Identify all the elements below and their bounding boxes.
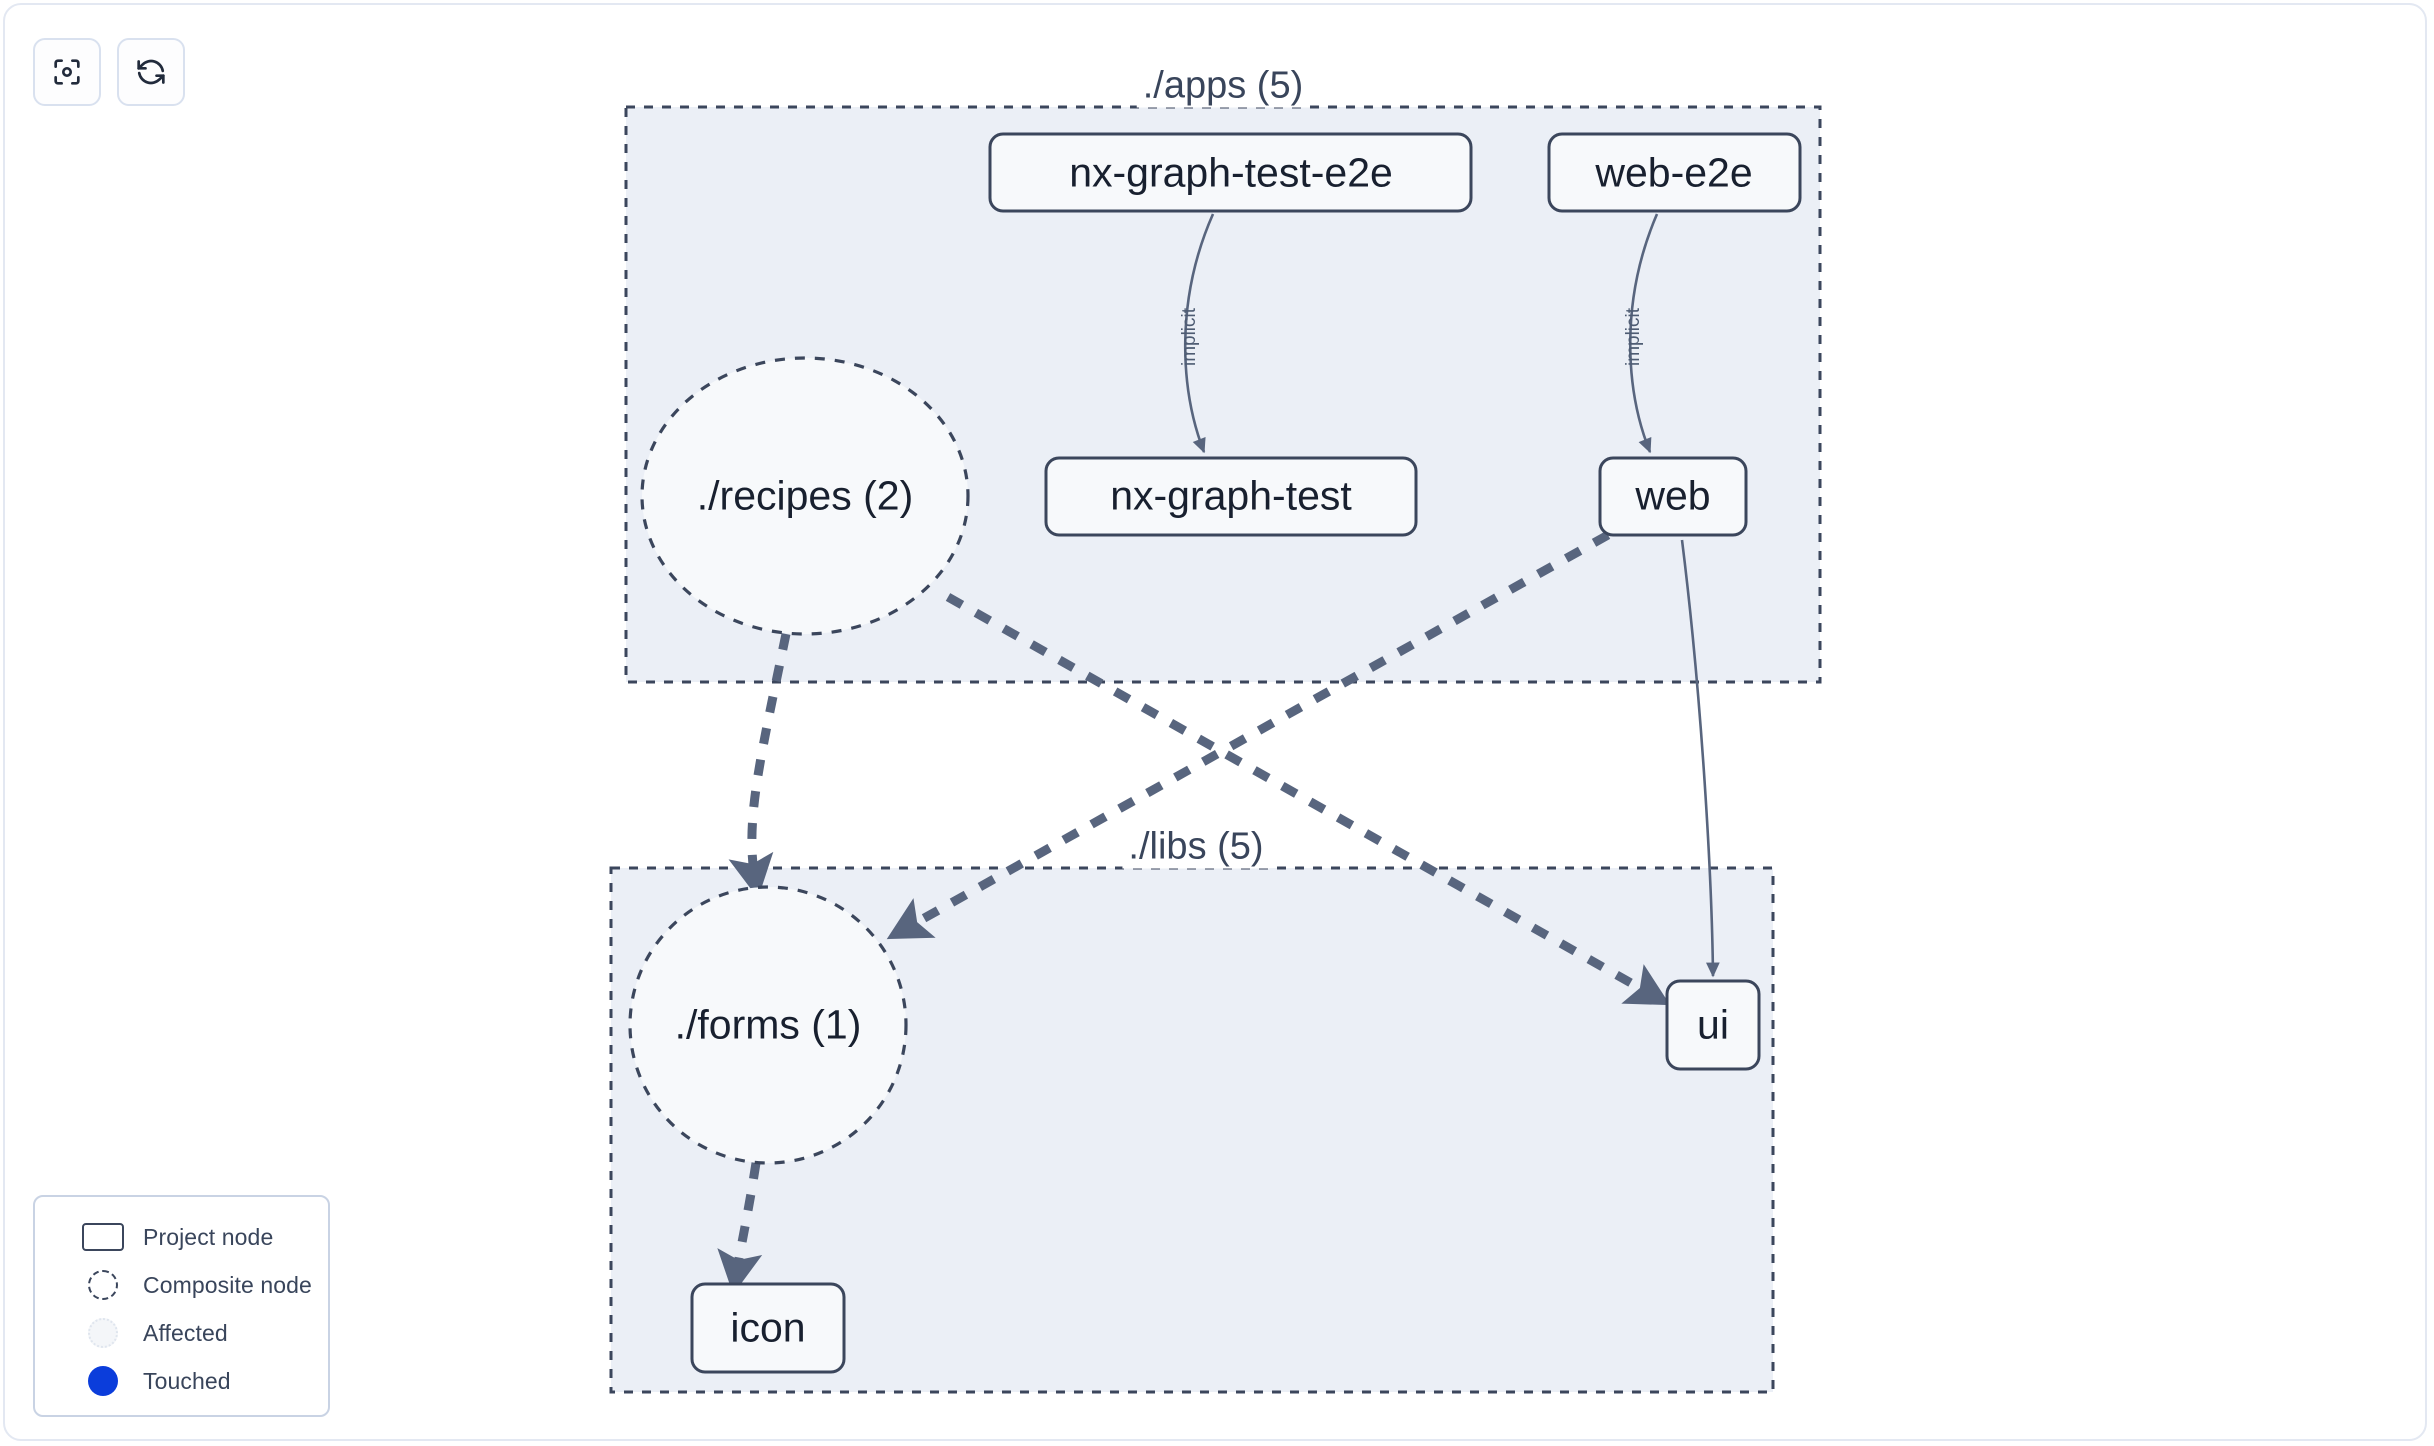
composite-node-forms[interactable] (628, 885, 908, 1165)
legend-item-composite-node: Composite node (35, 1261, 328, 1309)
composite-node-recipes[interactable] (640, 356, 970, 636)
legend-item-affected: Affected (35, 1309, 328, 1357)
legend-label-touched: Touched (143, 1367, 231, 1394)
composite-node-symbol-icon (81, 1268, 125, 1302)
project-node-ui[interactable] (1665, 979, 1761, 1071)
edge-web-forms[interactable] (886, 531, 1611, 940)
project-node-icon[interactable] (690, 1282, 846, 1374)
legend-label-composite-node: Composite node (143, 1271, 312, 1298)
edge-web-ui[interactable] (1680, 539, 1720, 978)
project-node-web-e2e[interactable] (1547, 132, 1802, 213)
edge-nx-graph-test-e2e-nx-graph-test[interactable] (1183, 213, 1215, 454)
edge-recipes-forms[interactable] (728, 633, 791, 899)
edge-recipes-ui[interactable] (945, 593, 1671, 1006)
legend-item-touched: Touched (35, 1357, 328, 1405)
group-label-apps: ./apps (5) (1136, 64, 1310, 108)
project-node-nx-graph-test[interactable] (1044, 456, 1418, 537)
edge-label-implicit-nx-graph-test: implicit (1179, 307, 1200, 367)
touched-symbol-icon (81, 1364, 125, 1398)
legend-label-project-node: Project node (143, 1223, 274, 1250)
edge-label-implicit-web: implicit (1623, 307, 1644, 367)
edge-forms-icon[interactable] (717, 1162, 763, 1295)
project-node-symbol-icon (81, 1220, 125, 1254)
group-label-libs: ./libs (5) (1122, 825, 1270, 869)
refresh-graph-button[interactable] (117, 38, 185, 106)
graph-legend: Project node Composite node Affected Tou… (33, 1195, 330, 1417)
graph-toolbar (33, 38, 185, 106)
refresh-icon (134, 55, 168, 89)
legend-item-project-node: Project node (35, 1213, 328, 1261)
project-node-nx-graph-test-e2e[interactable] (988, 132, 1473, 213)
legend-label-affected: Affected (143, 1319, 228, 1346)
focus-graph-button[interactable] (33, 38, 101, 106)
edge-web-e2e-web[interactable] (1628, 213, 1659, 454)
project-node-web[interactable] (1598, 456, 1748, 537)
focus-target-icon (50, 55, 84, 89)
affected-symbol-icon (81, 1316, 125, 1350)
